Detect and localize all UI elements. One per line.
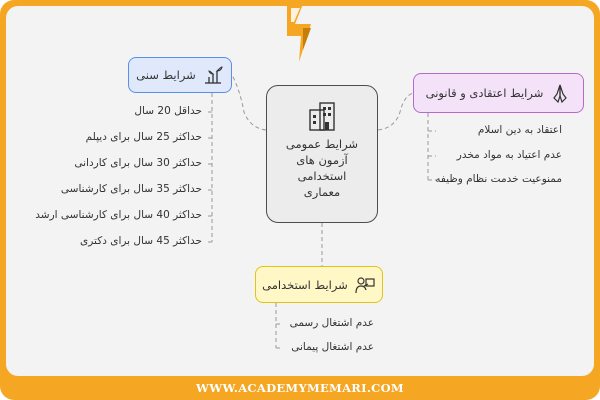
praying-hands-icon: [553, 84, 568, 104]
employment-item: عدم اشتغال پیمانی: [291, 341, 374, 353]
growing-plant-icon: [204, 66, 223, 84]
teacher-icon: [355, 276, 375, 293]
building-icon: [309, 102, 335, 131]
center-node: شرایط عمومی آزمون های استخدامی معماری: [266, 85, 378, 223]
age-item: حداکثر 45 سال برای دکتری: [80, 235, 202, 247]
belief-legal-title: شرایط اعتقادی و قانونی: [425, 86, 544, 100]
age-item: حداکثر 25 سال برای دیپلم: [85, 131, 202, 143]
center-title: شرایط عمومی آزمون های استخدامی معماری: [285, 137, 359, 199]
belief-legal-requirements-box: شرایط اعتقادی و قانونی: [413, 73, 584, 113]
employment-item: عدم اشتغال رسمی: [289, 317, 374, 329]
belief-item: عدم اعتیاد به مواد مخدر: [456, 149, 562, 161]
employment-title: شرایط استخدامی: [262, 277, 348, 292]
age-item: حداکثر 35 سال برای کارشناسی: [60, 183, 202, 195]
age-item: حداکثر 30 سال برای کاردانی: [74, 157, 202, 169]
belief-item: ممنوعیت خدمت نظام وظیفه: [435, 173, 562, 185]
academy-logo-icon: [287, 4, 311, 62]
age-item: حداقل 20 سال: [134, 105, 202, 117]
belief-item: اعتقاد به دین اسلام: [477, 124, 562, 136]
age-item: حداکثر 40 سال برای کارشناسی ارشد: [35, 209, 202, 221]
age-requirements-box: شرایط سنی: [128, 57, 232, 93]
age-requirements-title: شرایط سنی: [136, 68, 196, 82]
employment-requirements-box: شرایط استخدامی: [255, 266, 383, 303]
website-footer: WWW.ACADEMYMEMARI.COM: [196, 381, 404, 395]
